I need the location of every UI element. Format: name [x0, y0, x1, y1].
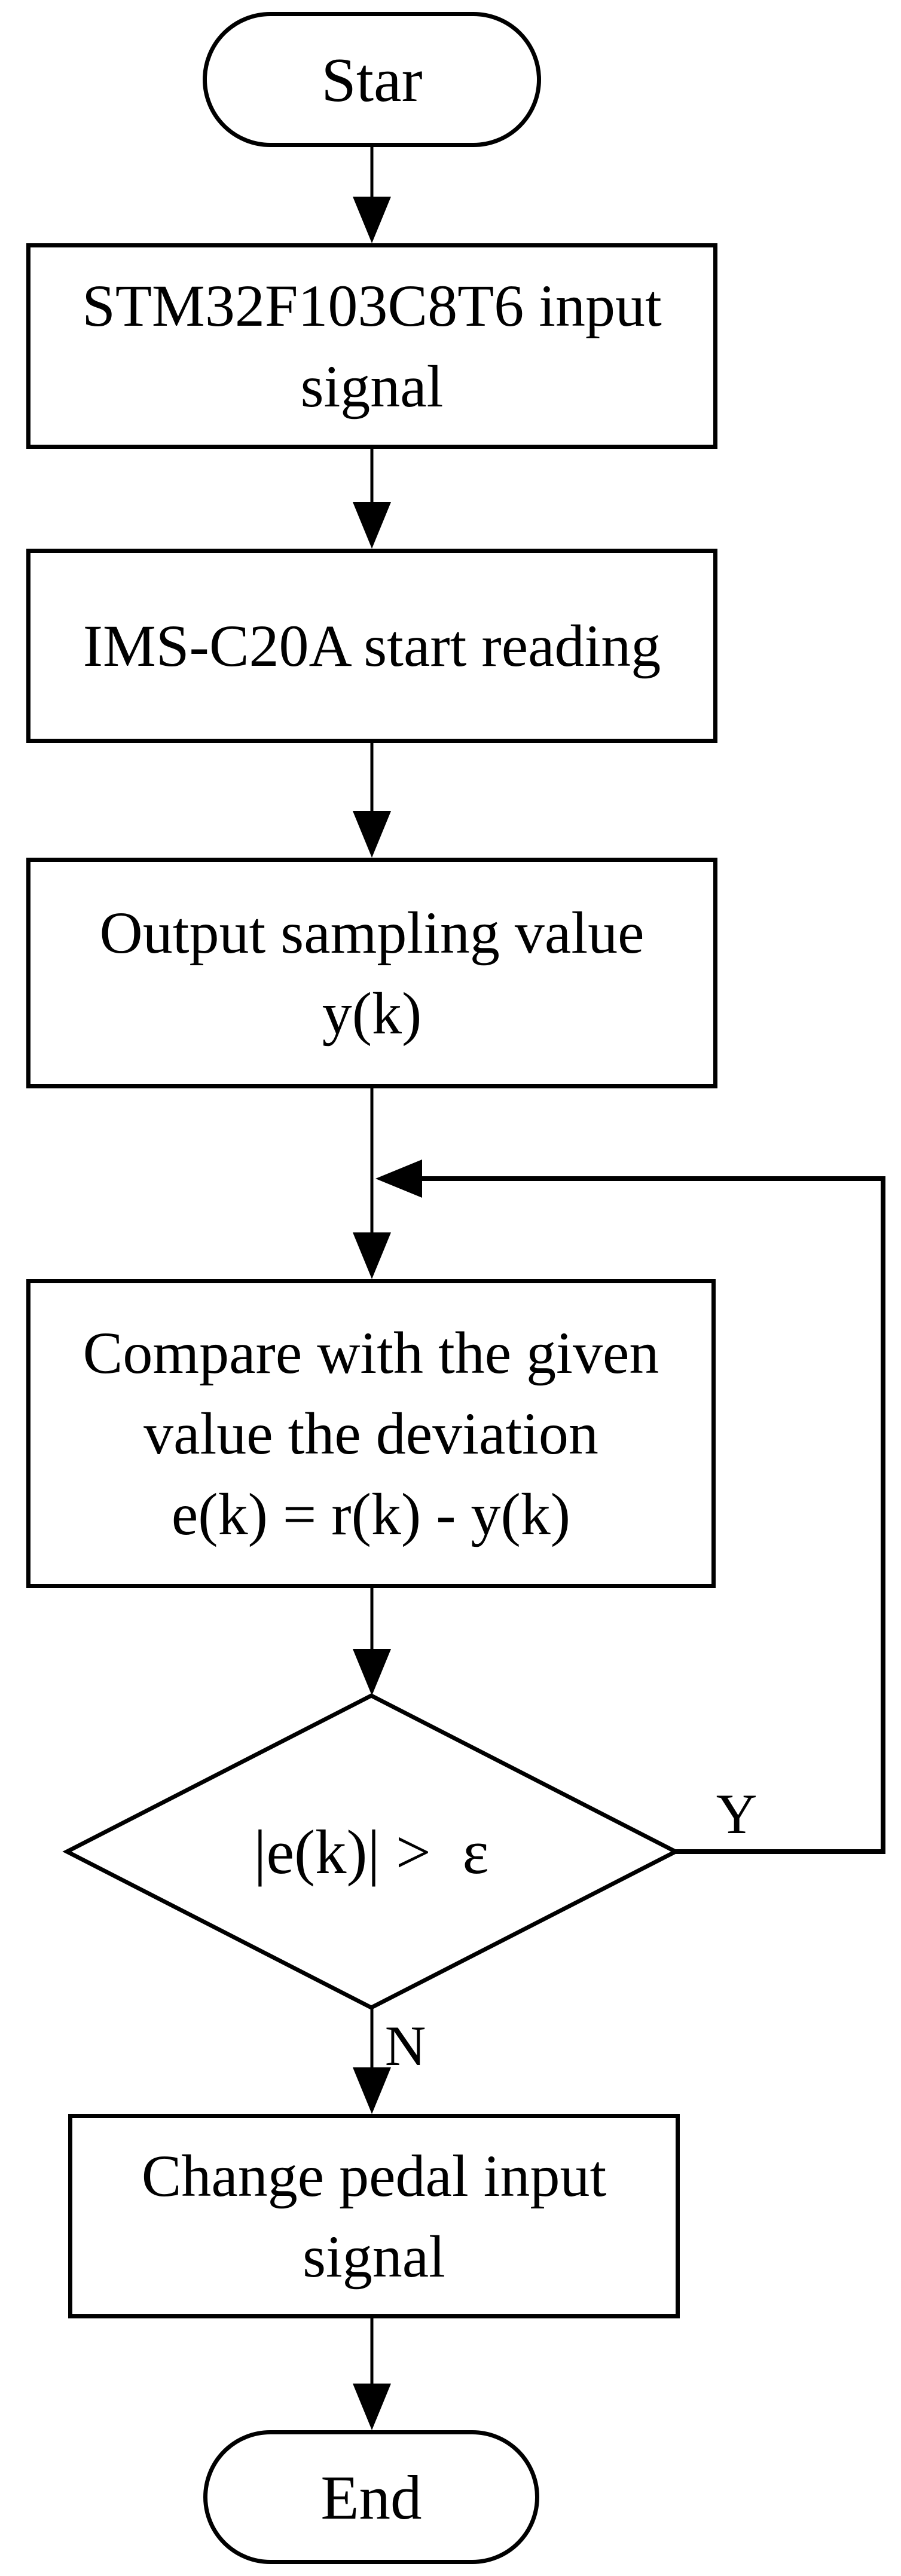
- arrowhead-down-icon: [353, 811, 391, 858]
- terminator-start: Star: [203, 12, 541, 147]
- process-change-pedal-line1: Change pedal input: [141, 2143, 607, 2209]
- process-compare-line1: Compare with the given: [83, 1320, 659, 1386]
- edge-ims-to-output: [353, 743, 391, 858]
- edge-output-to-compare: [353, 1088, 391, 1279]
- process-output-sampling-line1: Output sampling value: [99, 900, 645, 966]
- arrowhead-left-icon: [375, 1159, 422, 1198]
- decision-condition-text: |e(k)| > ε: [253, 1816, 489, 1887]
- edge-label-yes: Y: [695, 1778, 778, 1850]
- edge-label-yes-text: Y: [716, 1782, 758, 1846]
- terminator-start-label: Star: [321, 44, 423, 115]
- arrowhead-down-icon: [353, 2384, 391, 2430]
- process-change-pedal-line2: signal: [303, 2223, 445, 2290]
- process-compare-line2: value the deviation: [143, 1400, 598, 1467]
- process-ims-read-label: IMS-C20A start reading: [83, 613, 661, 679]
- terminator-end: End: [203, 2430, 539, 2564]
- edge-label-no-text: N: [384, 2014, 426, 2078]
- process-ims-read: IMS-C20A start reading: [26, 549, 717, 743]
- arrowhead-down-icon: [353, 1649, 391, 1696]
- process-output-sampling-line2: y(k): [322, 980, 422, 1047]
- process-compare-line3: e(k) = r(k) - y(k): [171, 1481, 571, 1547]
- edge-input-to-ims: [353, 449, 391, 549]
- edge-change-to-end: [353, 2318, 391, 2430]
- edge-start-to-input: [353, 147, 391, 243]
- process-compare-deviation: Compare with the given value the deviati…: [26, 1279, 716, 1588]
- edge-decision-yes-loop: [375, 1159, 885, 1854]
- process-change-pedal: Change pedal input signal: [68, 2114, 680, 2318]
- arrowhead-down-icon: [353, 2067, 391, 2114]
- process-output-sampling: Output sampling value y(k): [26, 858, 717, 1088]
- arrowhead-down-icon: [353, 1232, 391, 1279]
- terminator-end-label: End: [320, 2462, 422, 2532]
- process-input-signal-line1: STM32F103C8T6 input: [82, 273, 662, 339]
- edge-label-no: N: [369, 2010, 441, 2082]
- arrowhead-down-icon: [353, 197, 391, 243]
- edge-decision-no: [353, 2008, 391, 2114]
- process-input-signal-line2: signal: [300, 353, 444, 420]
- edge-compare-to-decision: [353, 1588, 391, 1696]
- arrowhead-down-icon: [353, 502, 391, 549]
- process-input-signal: STM32F103C8T6 input signal: [26, 243, 717, 449]
- decision-condition-label: |e(k)| > ε: [102, 1792, 640, 1911]
